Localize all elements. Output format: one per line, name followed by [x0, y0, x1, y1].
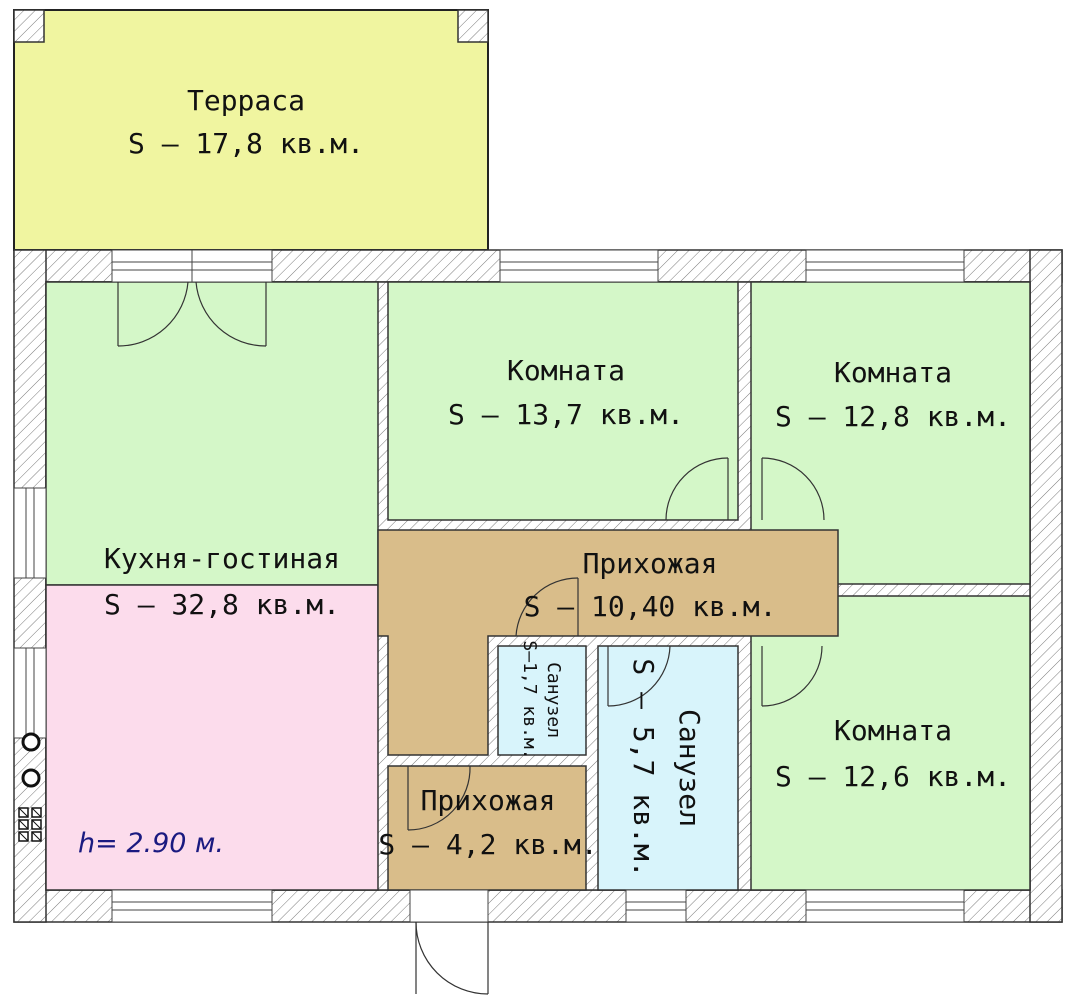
stove-burner-icon: [21, 768, 41, 788]
door-bath: [607, 645, 671, 707]
door-wc-small: [515, 577, 579, 637]
bath-large-area: S – 5,7 кв.м.: [627, 658, 660, 877]
hall-large-area: S – 10,40 кв.м.: [524, 590, 777, 623]
room-3-area: S – 12,6 кв.м.: [775, 760, 1011, 793]
window: [13, 647, 47, 739]
room-3: [750, 595, 1031, 891]
room-3-name: Комната: [834, 714, 952, 747]
room-1-area: S – 13,7 кв.м.: [448, 398, 684, 431]
window: [499, 249, 659, 283]
stove-control-icon: [18, 807, 42, 842]
hall-small-area: S – 4,2 кв.м.: [378, 828, 597, 861]
kitchen-living-name: Кухня-гостиная: [104, 542, 340, 575]
terrace-double-door: [117, 281, 267, 347]
window: [805, 889, 965, 923]
wc-small: [497, 645, 587, 756]
labels: Терраса S – 17,8 кв.м. Кухня-гостиная S …: [78, 84, 1011, 878]
door-room-1: [665, 457, 729, 521]
entrance-door: [415, 921, 489, 995]
door-room-2: [761, 457, 825, 521]
terrace-floor: [13, 9, 489, 251]
kitchen-area: [45, 584, 379, 891]
window: [625, 889, 687, 923]
living-area: [45, 281, 379, 586]
room-2-area: S – 12,8 кв.м.: [775, 400, 1011, 433]
terrace-post-right: [457, 9, 489, 43]
wc-small-area: S–1,7 кв.м.: [519, 640, 540, 759]
kitchen-living-area: S – 32,8 кв.м.: [104, 588, 340, 621]
stove: [18, 732, 42, 842]
rooms: [45, 281, 1031, 891]
wc-small-name: Санузел: [543, 662, 564, 738]
stove-burner-icon: [21, 732, 41, 752]
terrace-post-left: [13, 9, 45, 43]
room-2-name: Комната: [834, 356, 952, 389]
window: [111, 889, 273, 923]
door-room-3: [761, 645, 823, 707]
windows: [13, 249, 965, 923]
terrace-area: S – 17,8 кв.м.: [128, 127, 364, 160]
door-hall-small: [407, 765, 471, 831]
window: [805, 249, 965, 283]
terrace: [13, 9, 489, 251]
wall-right: [1029, 249, 1063, 923]
hall-small-name: Прихожая: [421, 784, 556, 817]
hall-large: [377, 529, 839, 756]
hall-large-name: Прихожая: [583, 547, 718, 580]
entrance-opening: [409, 889, 489, 923]
doors: [117, 281, 825, 995]
room-1-name: Комната: [507, 354, 625, 387]
bath-large: [597, 645, 739, 891]
window: [13, 487, 47, 579]
ceiling-height-label: h= 2.90 м.: [78, 828, 224, 859]
bath-large-name: Санузел: [673, 709, 706, 827]
hall-small: [387, 765, 587, 891]
window: [111, 249, 273, 283]
terrace-name: Терраса: [187, 84, 305, 117]
